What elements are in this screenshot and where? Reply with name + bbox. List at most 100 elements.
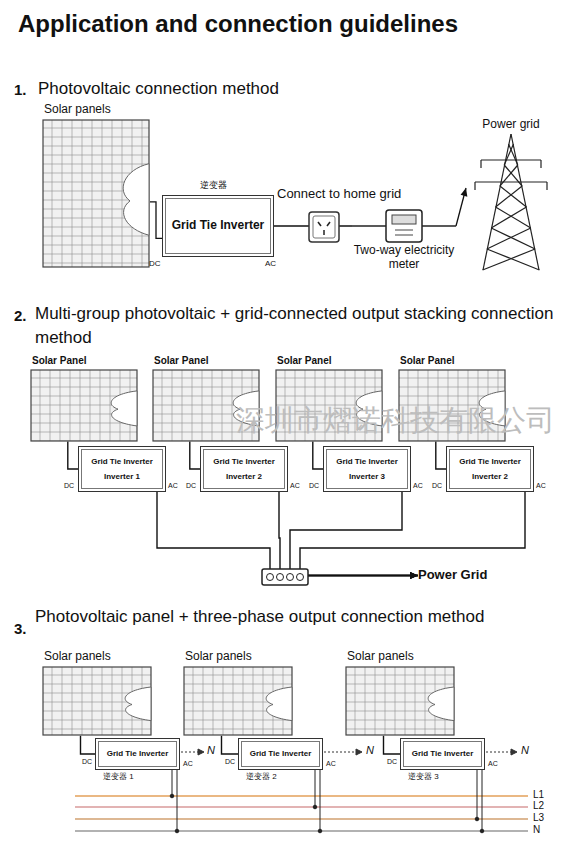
arrow-head — [410, 572, 418, 579]
wire-line — [222, 736, 239, 754]
part-label: AC — [413, 482, 423, 490]
wire-connector — [456, 188, 467, 226]
node-text: Solar panels — [183, 650, 293, 666]
section-heading: 2. — [14, 307, 27, 324]
part-label: AC — [536, 482, 546, 490]
phase-drops — [170, 770, 484, 833]
arrow-head — [410, 572, 418, 579]
arrow-head — [461, 188, 468, 197]
part-label: DC — [387, 758, 397, 766]
inverter-box: Grid Tie InverterInverter 3 — [323, 446, 411, 492]
terminal-screw — [287, 574, 294, 581]
part-label: AC — [290, 482, 300, 490]
solar-panel: Solar panels — [345, 650, 455, 736]
part-label: AC — [326, 760, 336, 768]
arrow-head — [410, 572, 418, 579]
part-label: AC — [168, 482, 178, 490]
wire-connector — [222, 736, 239, 754]
terminal-body — [262, 569, 308, 585]
dotted-lead — [486, 752, 513, 753]
socket-face — [313, 216, 335, 238]
dotted-lead — [324, 752, 358, 753]
grid-label-node: Power Grid — [418, 568, 487, 583]
wire-line — [190, 442, 200, 470]
part-label: DC — [309, 482, 319, 490]
socket-slot — [323, 230, 325, 235]
solar-panel: Solar Panel — [30, 355, 138, 442]
inverter-box: Grid Tie InverterInverter 1 — [78, 446, 166, 492]
part-label: L1 — [533, 789, 544, 801]
node-text: Power grid — [466, 118, 556, 132]
section-heading: Multi-group photovoltaic + grid-connecte… — [35, 302, 560, 350]
ac-wire — [482, 770, 483, 831]
terminal-screw — [267, 574, 274, 581]
neutral-line — [75, 830, 528, 832]
part-label: AC — [265, 259, 276, 268]
wire-connector — [300, 492, 525, 579]
part-label: DC — [432, 482, 442, 490]
wire-connector — [436, 442, 446, 470]
wire-connector — [81, 736, 96, 754]
ac-wire — [315, 770, 316, 807]
wire-line — [68, 442, 78, 470]
wire-line — [436, 442, 446, 470]
node-text: Grid Tie Inverter — [103, 749, 173, 758]
dotted-lead — [181, 752, 200, 753]
node-text: Grid Tie Inverter — [168, 219, 268, 233]
socket-slot — [327, 222, 330, 226]
part-label: Connect to home grid — [277, 187, 401, 202]
phase-line-l2 — [75, 806, 528, 808]
wire-connector — [68, 442, 78, 470]
page-title: Application and connection guidelines — [18, 10, 458, 38]
node-text: Solar Panel — [275, 355, 383, 369]
node-text: Grid Tie Inverter — [209, 457, 279, 466]
phase-line-l3 — [75, 818, 528, 820]
ac-wire — [477, 770, 478, 819]
junction-dot — [175, 829, 179, 833]
part-label: AC — [488, 760, 498, 768]
panel-grid — [42, 666, 152, 736]
junction-dot — [475, 817, 479, 821]
panel-grid — [345, 666, 455, 736]
electricity-meter: Two-way electricity meter — [352, 208, 456, 272]
section-heading: Photovoltaic panel + three-phase output … — [35, 607, 484, 627]
inverter-box: Grid Tie Inverter — [162, 195, 274, 257]
junction-dot — [313, 805, 317, 809]
node-text: Solar panels — [42, 650, 152, 666]
wire-connector — [150, 202, 162, 239]
phase-lines — [75, 796, 528, 831]
socket-plate — [309, 212, 339, 242]
part-label: DC — [64, 482, 74, 490]
node-text: Inverter 1 — [100, 472, 144, 481]
socket-slot — [318, 222, 321, 226]
inverter-box: Grid Tie InverterInverter 2 — [200, 446, 288, 492]
arrow-head — [410, 572, 418, 579]
wire-line — [300, 492, 525, 575]
node-text: Solar Panel — [152, 355, 260, 369]
part-label: DC — [186, 482, 196, 490]
power-tower: Power grid — [466, 118, 556, 272]
section-heading: 1. — [14, 81, 27, 98]
part-label: AC — [183, 760, 193, 768]
wire-connector — [157, 492, 418, 579]
lead-arrow — [511, 749, 517, 755]
part-label: DC — [82, 758, 92, 766]
meter-icon — [352, 208, 456, 244]
ac-wire — [172, 770, 173, 796]
node-text: Grid Tie Inverter — [332, 457, 402, 466]
panel-grid — [30, 369, 138, 442]
inverter-box: Grid Tie Inverter — [400, 738, 485, 770]
wire-connector — [190, 442, 200, 470]
wall-socket — [309, 212, 339, 242]
lead-arrow — [198, 749, 204, 755]
wire-line — [150, 202, 162, 239]
wire-line — [81, 736, 96, 754]
node-text: Solar Panel — [398, 355, 506, 369]
wire-connector — [313, 442, 323, 470]
node-text: Grid Tie Inverter — [87, 457, 157, 466]
node-text: Solar Panel — [30, 355, 138, 369]
watermark: 深圳市熠诺科技有限公司 — [236, 404, 555, 437]
part-label: 逆变器 1 — [103, 772, 134, 781]
node-text: Solar panels — [345, 650, 455, 666]
section-heading: Photovoltaic connection method — [38, 79, 279, 99]
